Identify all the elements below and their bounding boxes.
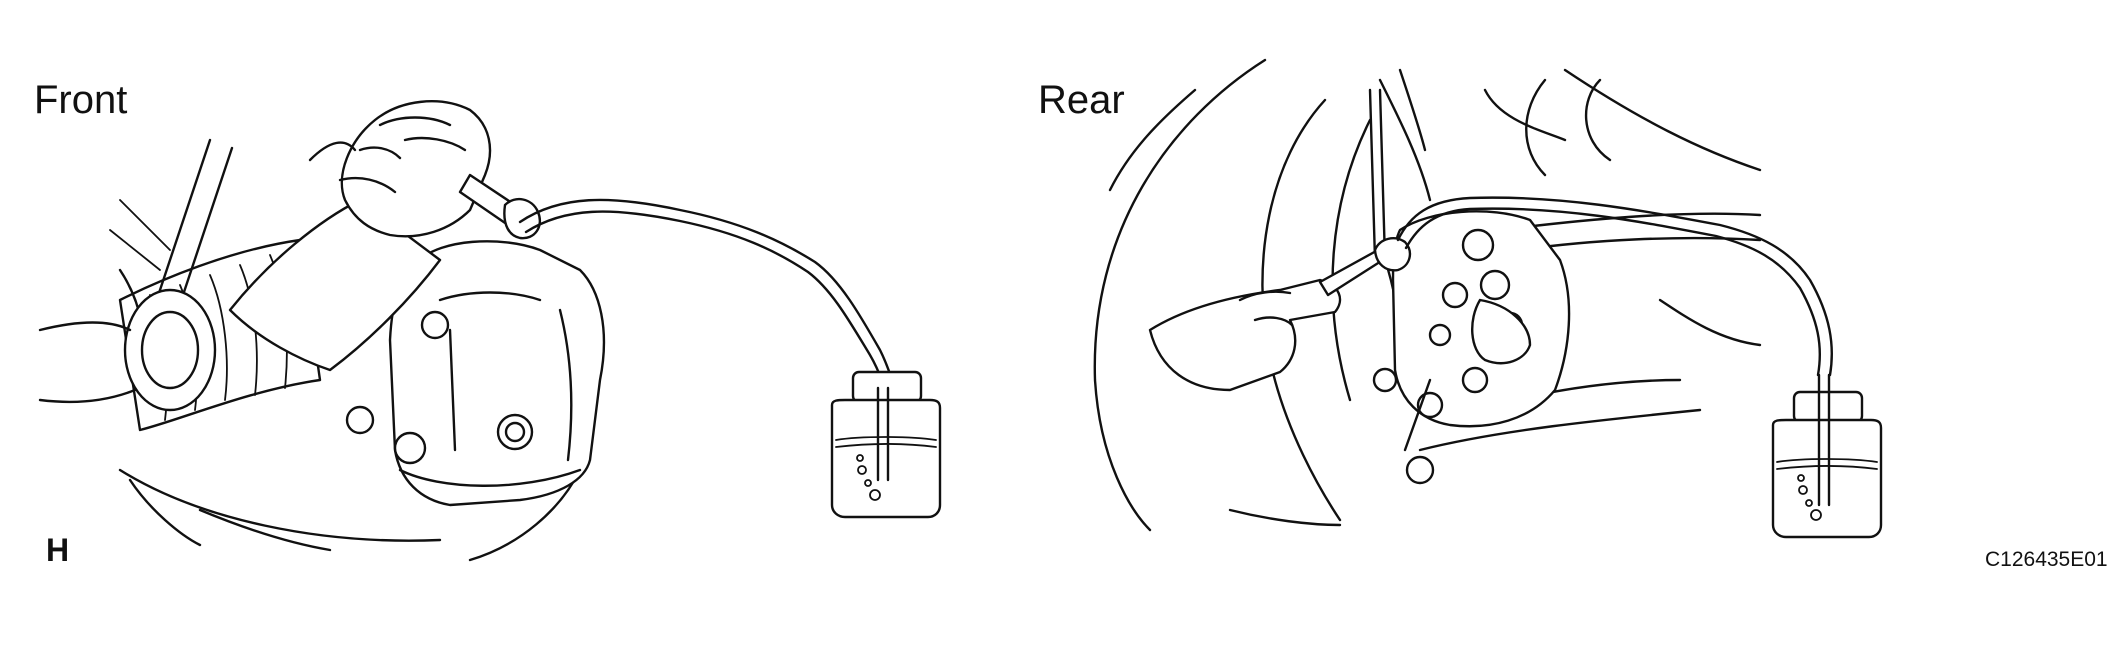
front-hub-end [38,288,217,412]
front-caliper [345,240,606,507]
hand-icon [1148,278,1342,392]
rear-illustration [1093,58,1883,539]
corner-code: H [46,532,70,568]
front-illustration [38,100,942,562]
wrench-icon [1318,237,1412,297]
figure-code: C126435E01 [1985,548,2108,571]
fluid-catch-bottle-icon [830,370,942,519]
hand-icon [228,100,492,372]
front-label: Front [34,78,128,122]
rear-label: Rear [1038,78,1125,122]
rear-caliper [1372,210,1571,485]
fluid-catch-bottle-icon [1771,373,1883,539]
rear-bleeder-hose [1396,196,1833,377]
front-bleeder-hose [518,198,897,390]
